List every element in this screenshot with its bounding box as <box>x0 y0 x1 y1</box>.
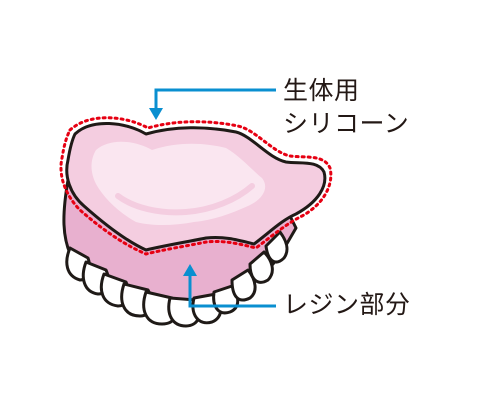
leader-line-resin <box>183 264 276 308</box>
silicone-label-line1: 生体用 <box>283 76 360 105</box>
silicone-label-line2: シリコーン <box>283 109 410 138</box>
palate-ridge <box>115 183 255 216</box>
leader-line-silicone <box>149 88 276 120</box>
silicone-label: 生体用 シリコーン <box>283 74 409 140</box>
arrow-down-icon <box>149 108 163 120</box>
tooth <box>264 230 289 264</box>
silicone-boundary-dotted <box>59 116 333 256</box>
resin-label: レジン部分 <box>283 290 411 319</box>
arrow-up-icon <box>183 264 197 276</box>
teeth-row <box>65 230 289 328</box>
